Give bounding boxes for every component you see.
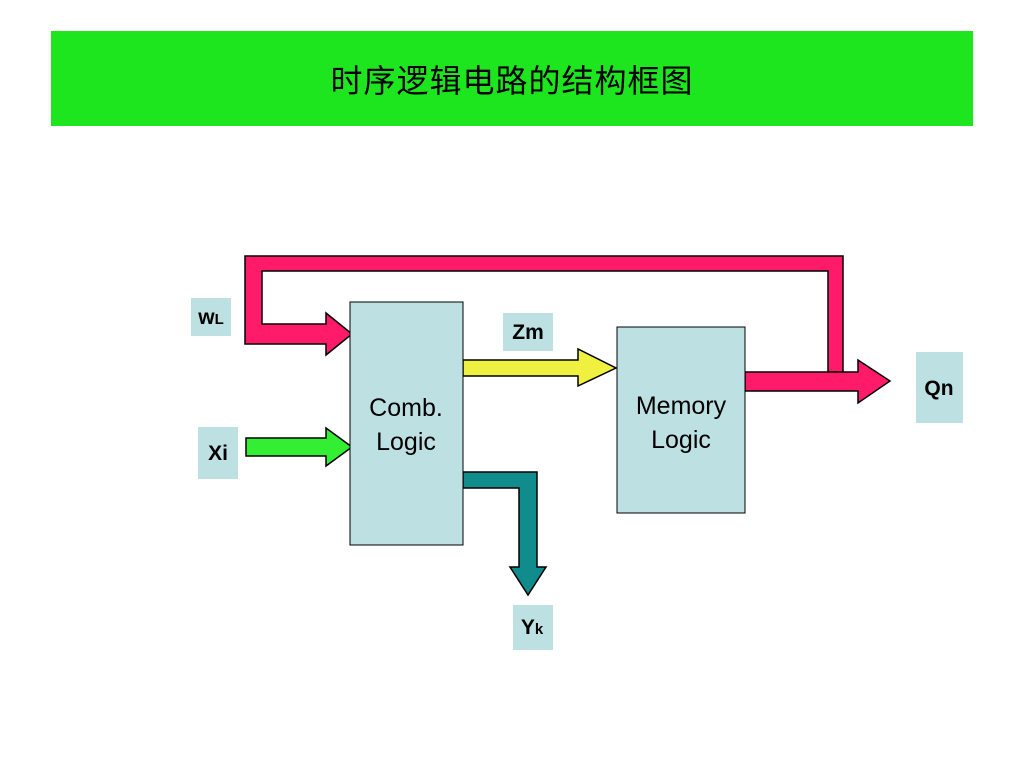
yk-output-arrow (462, 471, 548, 597)
memory-logic-label-line2: Logic (651, 426, 711, 454)
wl-tag-box (191, 298, 231, 336)
xi-input-arrow (245, 426, 354, 468)
yk-tag-box (513, 605, 553, 650)
memory-logic-label-line1: Memory (636, 392, 727, 420)
xi-tag: Xi (208, 442, 228, 465)
title-bar: 时序逻辑电路的结构框图 (51, 31, 973, 126)
yk-tag-main: Y (521, 616, 535, 639)
memory-logic-block (616, 326, 746, 514)
comb-logic-block (349, 301, 464, 546)
qn-tag-box (916, 352, 963, 423)
wl-tag-sub: L (215, 311, 224, 328)
zm-tag: Zm (512, 321, 544, 344)
comb-logic-label-line1: Comb. (369, 394, 443, 422)
zm-arrow (462, 347, 618, 388)
yk-tag: Yk (521, 616, 544, 639)
wl-tag: wL (197, 306, 224, 329)
yk-tag-sub: k (535, 621, 544, 638)
wl-tag-main: w (197, 306, 215, 329)
xi-tag-box (198, 427, 238, 479)
qn-tag: Qn (924, 377, 953, 400)
comb-logic-label-line2: Logic (376, 428, 436, 456)
page-title: 时序逻辑电路的结构框图 (330, 61, 694, 100)
qn-output-arrow (744, 358, 892, 405)
zm-tag-box (503, 313, 553, 351)
